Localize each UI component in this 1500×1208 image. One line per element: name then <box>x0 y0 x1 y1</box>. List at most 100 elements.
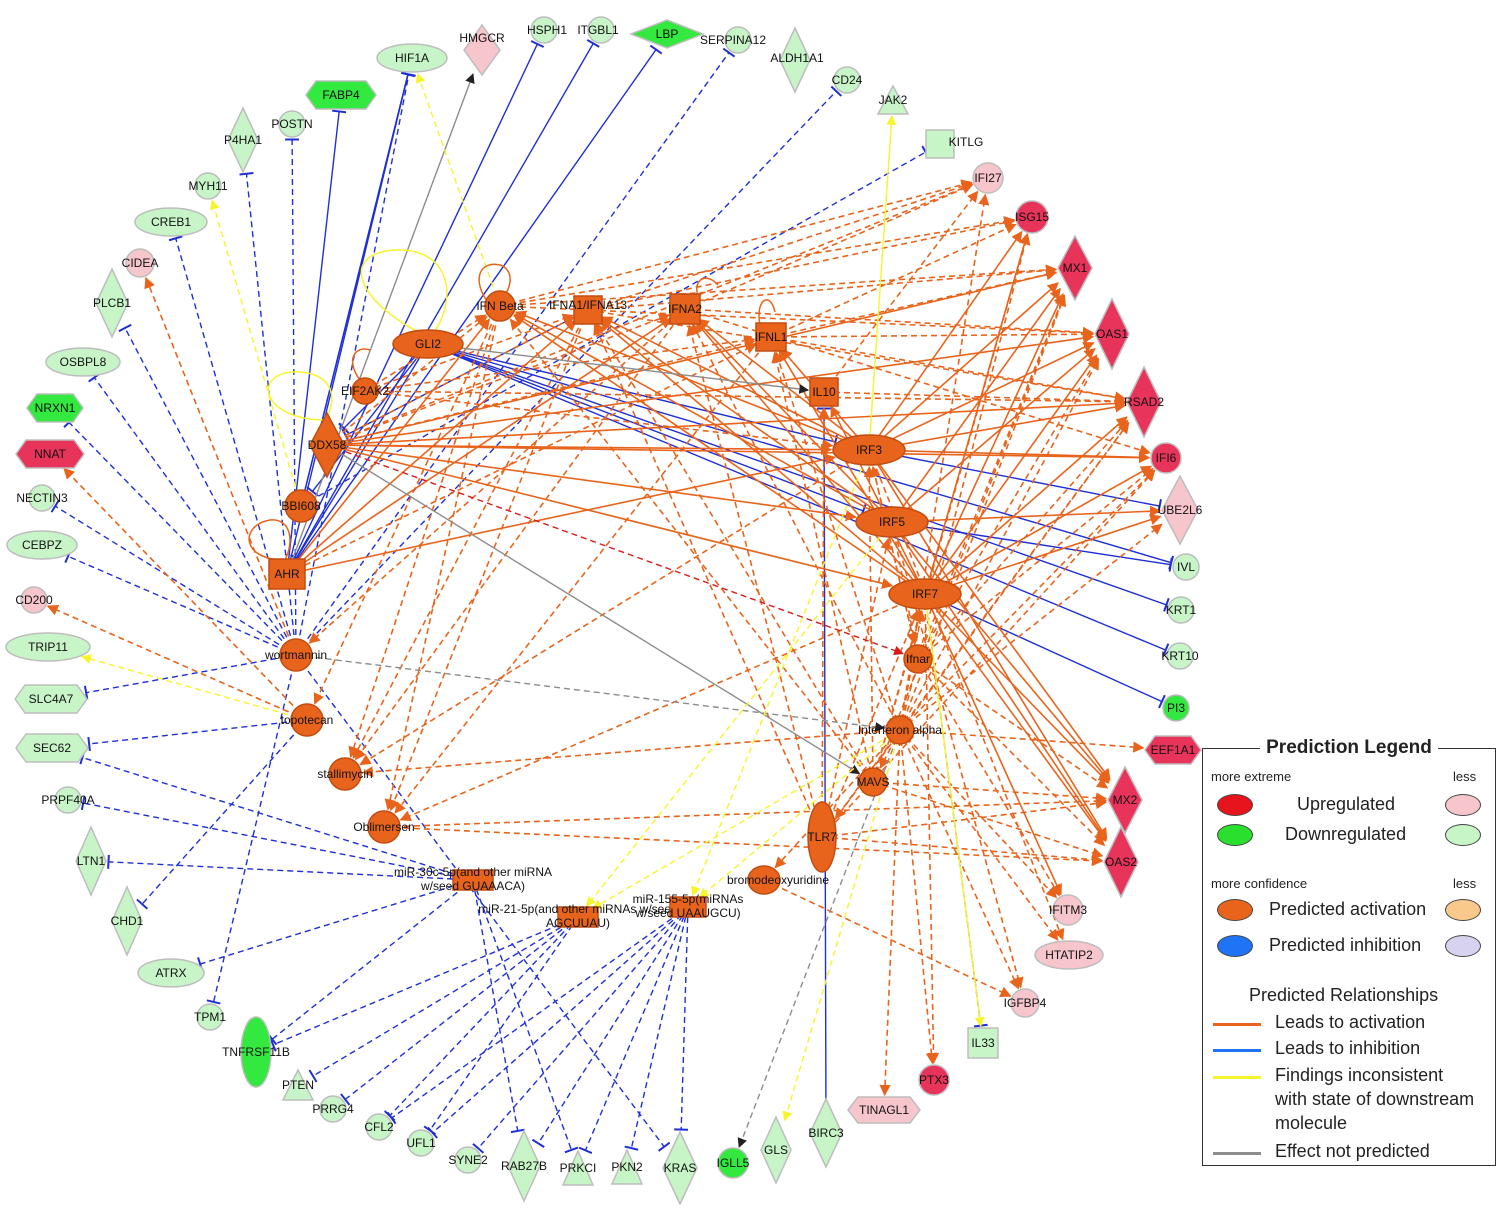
node-shape <box>407 1129 435 1157</box>
edge-ahr-ifna2 <box>286 317 672 575</box>
node-label: FABP4 <box>322 88 360 102</box>
node-lbp: LBP <box>628 19 706 49</box>
node-label: TLR7 <box>807 830 837 844</box>
edge-irf5-ivl <box>891 521 1173 572</box>
legend-less-confidence: less <box>1453 876 1477 891</box>
edge-irf7-mx2 <box>924 593 1110 784</box>
node-shape <box>1015 200 1049 234</box>
node-hmgcr: HMGCR <box>459 23 505 77</box>
node-birc3: BIRC3 <box>808 1097 844 1169</box>
edge-gli2-ahr <box>290 343 429 564</box>
edge-irf5-ube2l6 <box>891 505 1162 523</box>
node-shape <box>610 1148 644 1185</box>
node-shape <box>278 110 306 138</box>
edge-mavs-ifnbeta <box>509 318 874 783</box>
node-irf5: IRF5 <box>855 506 929 538</box>
edge-wortmannin-plcb1 <box>118 323 297 656</box>
node-shape <box>628 19 706 49</box>
edge-mavs-ifnl1 <box>771 351 874 783</box>
edge-irf5-ifna2 <box>696 320 893 523</box>
edge-topotecan-chd1 <box>136 719 308 910</box>
node-slc4a7: SLC4A7 <box>14 684 88 714</box>
legend-more-confidence: more confidence <box>1211 876 1308 891</box>
node-pi3: PI3 <box>1162 694 1190 722</box>
node-shape <box>15 439 85 469</box>
node-label: OSBPL8 <box>60 355 107 369</box>
edge-irf5-oas1 <box>891 347 1096 523</box>
node-shape <box>305 80 377 110</box>
edge-mir155-cfl2 <box>386 906 689 1125</box>
node-label: TPM1 <box>194 1010 226 1024</box>
edge-ifnalpha-mavs <box>879 729 901 769</box>
edge-ahr-ifnl1 <box>286 343 757 575</box>
edge-mir21-ufl1 <box>423 916 579 1136</box>
edge-wortmannin-slc4a7 <box>83 654 297 700</box>
node-label: ALDH1A1 <box>770 51 824 65</box>
edge-irf7-oblimersen <box>399 593 926 822</box>
node-label: IRF7 <box>912 587 938 601</box>
node-cfl2: CFL2 <box>364 1113 394 1141</box>
edge-ifnalpha-mx1 <box>899 294 1067 731</box>
edge-irf3-mx2 <box>868 449 1111 781</box>
edge-ifnalpha-ifnl1 <box>773 351 901 731</box>
node-irf3: IRF3 <box>832 434 906 466</box>
node-il33: IL33 <box>967 1027 999 1059</box>
edge-ahr-irf3 <box>286 453 837 575</box>
edge-ifnalpha-gls <box>782 729 901 1122</box>
edge-ifnbeta-ifi27 <box>499 179 973 307</box>
edge-oblimersen-oas2 <box>383 826 1104 867</box>
edge-mir155-syne2 <box>472 906 689 1154</box>
edge-irf3-ifna2 <box>697 318 870 451</box>
node-shape <box>290 703 324 737</box>
node-tnfrsf11b: TNFRSF11B <box>222 1016 290 1088</box>
node-shape <box>111 885 143 957</box>
edge-ifnar-ifi6 <box>917 467 1154 660</box>
node-ifitm3: IFITM3 <box>1049 894 1087 926</box>
node-label: RAB27B <box>501 1159 547 1173</box>
node-label: IL33 <box>971 1036 995 1050</box>
node-shape <box>779 26 811 94</box>
node-creb1: CREB1 <box>134 207 208 237</box>
node-shape <box>1162 694 1190 722</box>
edge-irf7-ifi6 <box>924 465 1153 595</box>
edge-ddx58-ifnar <box>326 444 904 656</box>
edge-irf5-ifna1 <box>600 318 893 523</box>
edge-ifnalpha-stallimycin <box>361 729 901 778</box>
node-atrx: ATRX <box>137 958 205 988</box>
node-label: PRRG4 <box>312 1102 354 1116</box>
edge-ifnar-mx2 <box>917 658 1109 789</box>
edge-eif2ak2-ifna1 <box>364 313 575 392</box>
downregulated-light-swatch <box>1445 824 1481 846</box>
node-shape <box>1052 894 1084 926</box>
node-label: PTX3 <box>919 1073 949 1087</box>
node-shape <box>240 1016 272 1088</box>
node-shape <box>1010 988 1040 1018</box>
node-shape <box>557 906 599 928</box>
node-label: CIDEA <box>122 256 159 270</box>
node-postn: POSTN <box>271 110 313 138</box>
node-label: CREB1 <box>151 215 191 229</box>
edge-mavs-mx2 <box>872 781 1108 804</box>
edge-ifnl1-oblimersen <box>394 336 772 814</box>
node-label: IFNA2 <box>668 302 702 316</box>
legend-more-extreme: more extreme <box>1211 769 1292 784</box>
edge-ahr-hmgcr <box>286 73 475 575</box>
self-loop-edge <box>267 371 333 421</box>
node-igll5: IGLL5 <box>717 1147 750 1179</box>
node-shape <box>26 393 84 423</box>
edge-irf3-rsad2 <box>868 401 1127 451</box>
node-shape <box>809 1097 843 1169</box>
node-shape <box>858 767 888 797</box>
node-label: ISG15 <box>1015 210 1049 224</box>
edge-ifnbeta-topotecan <box>313 305 501 705</box>
edge-ifnalpha-eef1a1 <box>899 729 1145 753</box>
node-shape <box>724 26 752 54</box>
node-shape <box>972 162 1004 194</box>
node-shape <box>484 290 516 322</box>
node-shape <box>15 733 89 763</box>
node-htatip2: HTATIP2 <box>1034 940 1104 970</box>
edge-ddx58-ifna2 <box>326 313 671 446</box>
edge-topotecan-cd200 <box>46 604 308 721</box>
node-shape <box>137 958 205 988</box>
